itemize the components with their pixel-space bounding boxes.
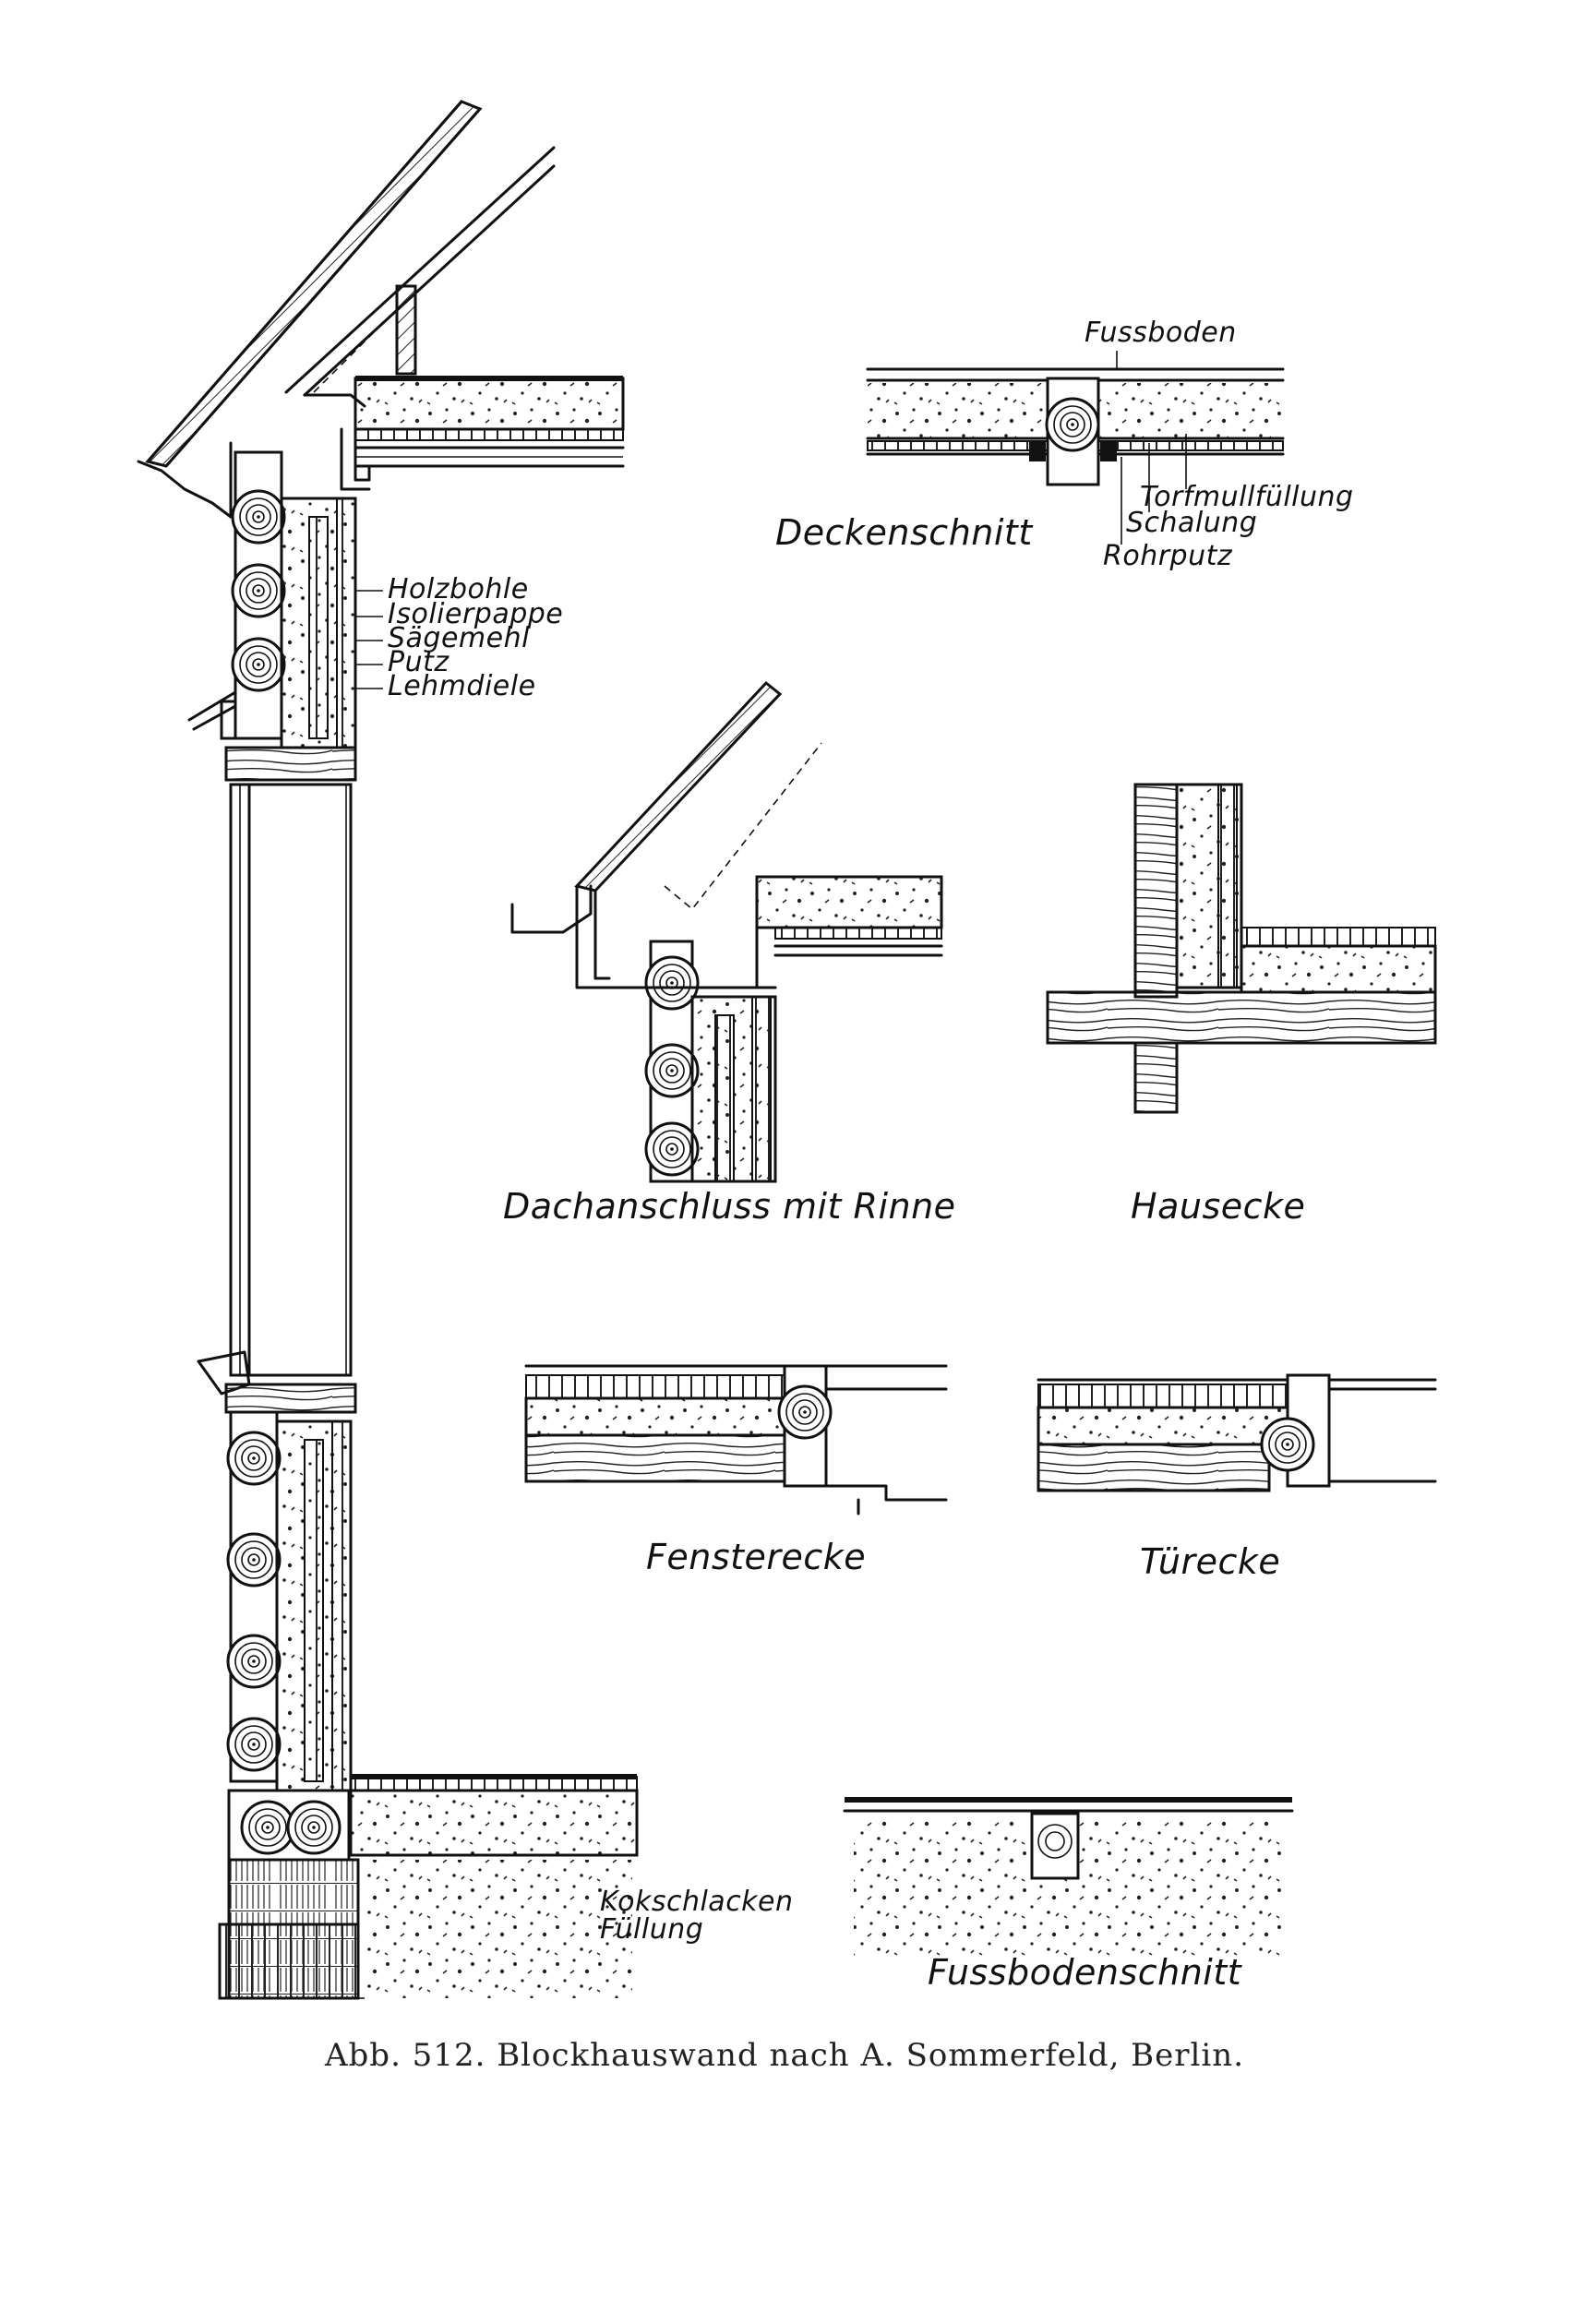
- label-saegemehl: Sägemehl: [388, 622, 530, 654]
- label-schalung: Schalung: [1126, 507, 1257, 539]
- deckenschnitt-detail: [866, 351, 1285, 545]
- label-lehmdiele: Lehmdiele: [388, 670, 536, 702]
- figure-caption: Abb. 512. Blockhauswand nach A. Sommerfe…: [324, 2037, 1244, 2074]
- tuerecke-detail: [1037, 1373, 1437, 1492]
- label-holzbohle: Holzbohle: [388, 573, 529, 605]
- title-dachanschluss: Dachanschluss mit Rinne: [503, 1186, 956, 1227]
- label-torfmullfuellung: Torfmullfüllung: [1140, 481, 1354, 513]
- label-isolierpappe: Isolierpappe: [388, 598, 563, 630]
- title-fussbodenschnitt: Fussbodenschnitt: [928, 1952, 1243, 1993]
- title-hausecke: Hausecke: [1131, 1186, 1305, 1227]
- fussbodenschnitt-detail: [843, 1797, 1294, 1957]
- title-deckenschnitt: Deckenschnitt: [775, 512, 1034, 553]
- label-fuellung: Füllung: [600, 1913, 703, 1946]
- label-fussboden: Fussboden: [1085, 317, 1237, 349]
- title-tuerecke: Türecke: [1140, 1541, 1280, 1582]
- label-rohrputz: Rohrputz: [1103, 540, 1233, 572]
- label-putz: Putz: [388, 646, 449, 678]
- title-fensterecke: Fensterecke: [646, 1537, 866, 1577]
- dachanschluss-detail: [510, 680, 943, 1183]
- fensterecke-detail: [524, 1364, 948, 1515]
- main-wall-section: [137, 100, 639, 2000]
- hausecke-detail: [1046, 783, 1437, 1114]
- label-kokschlacken: Kokschlacken: [600, 1886, 794, 1918]
